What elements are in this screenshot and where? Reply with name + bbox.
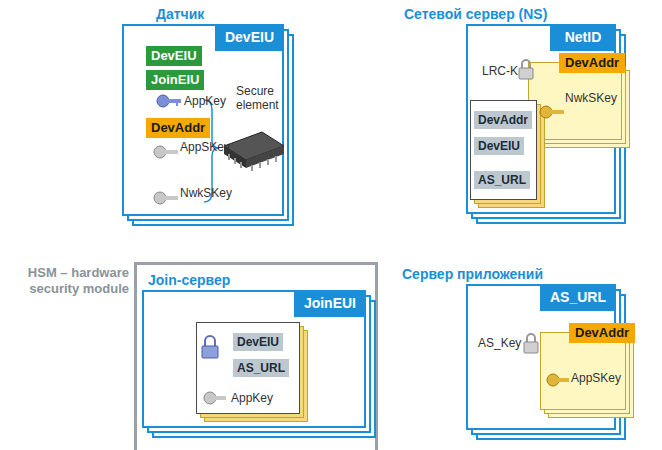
- card-tab: AS_URL: [540, 284, 616, 311]
- card-tab: DevEIU: [215, 24, 284, 51]
- key-icon: [157, 95, 181, 107]
- bracket: [204, 100, 219, 202]
- key-label: NwkSKey: [180, 186, 232, 200]
- field-tab: AS_URL: [474, 171, 530, 189]
- address-tab: DevAddr: [559, 53, 625, 73]
- key-label: NwkSKey: [565, 91, 617, 105]
- card-heading: Сетевой сервер (NS): [404, 6, 547, 23]
- box-text: DevAddr: [146, 118, 210, 138]
- card-tab: NetID: [550, 24, 616, 51]
- card-tab: JoinEUI: [294, 290, 366, 317]
- key-icon: [540, 106, 564, 118]
- key-label: AS_Key: [478, 336, 521, 350]
- record-card: DevEIU AS_URL AppKey: [196, 322, 300, 414]
- id-box: JoinEIU: [146, 70, 204, 90]
- session-card: DevAddrAppSKey: [540, 332, 626, 410]
- lock-icon: [524, 334, 538, 353]
- id-box: DevEIU: [146, 46, 202, 66]
- field-tab: DevAddr: [474, 111, 532, 129]
- server-card: Сервер приложенийAS_URLDevAddrAppSKey: [466, 284, 616, 430]
- field-tab: DevEIU: [474, 137, 524, 155]
- key-label: AppKey: [231, 391, 273, 405]
- card-heading: Датчик: [156, 6, 204, 23]
- field-tab: DevEIU: [233, 333, 283, 351]
- key-icon: [154, 146, 178, 158]
- server-card: Join-серверJoinEUIDevEIUAS_URLAppKey: [142, 290, 366, 428]
- component-label: Secure element: [236, 84, 284, 113]
- lock-icon: [519, 60, 533, 79]
- card-heading: Сервер приложений: [402, 266, 543, 283]
- key-label: AppKey: [184, 94, 226, 108]
- key-icon: [154, 192, 178, 204]
- lock-icon: [202, 336, 218, 358]
- chip-icon: [224, 132, 284, 171]
- key-icon: [547, 374, 569, 386]
- key-label: AppSKey: [571, 371, 621, 385]
- address-tab: DevAddr: [569, 323, 635, 343]
- field-tab: AS_URL: [233, 359, 289, 377]
- address-box: DevAddr: [146, 118, 210, 138]
- server-card: Сетевой сервер (NS)NetIDDevAddrNwkSKeyDe…: [466, 24, 616, 214]
- box-text: JoinEIU: [146, 70, 204, 90]
- key-label: AppSKey: [180, 140, 230, 154]
- key-icon: [204, 392, 226, 404]
- record-card: DevAddrDevEIU AS_URL: [470, 100, 537, 200]
- box-text: DevEIU: [146, 46, 202, 66]
- key-label: LRC-K: [482, 64, 518, 78]
- hsm-frame: HSM – hardware security moduleJoin-серве…: [134, 262, 378, 450]
- card-heading: Join-сервер: [148, 272, 230, 289]
- frame-heading: HSM – hardware security module: [11, 265, 129, 296]
